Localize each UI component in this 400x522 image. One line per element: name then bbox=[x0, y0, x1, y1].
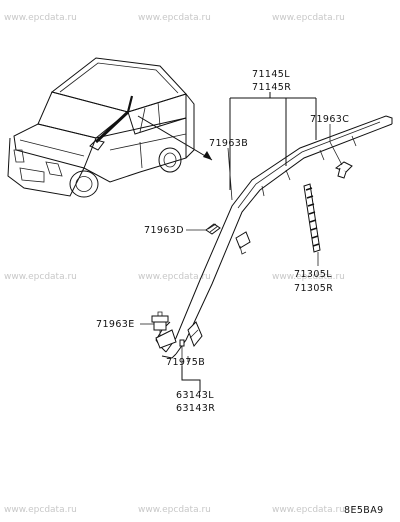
watermark: www.epcdata.ru bbox=[272, 505, 345, 515]
label-71963C: 71963C bbox=[310, 114, 349, 125]
leader-lines bbox=[140, 92, 331, 392]
watermark: www.epcdata.ru bbox=[4, 272, 77, 282]
label-71145L: 71145L bbox=[252, 69, 290, 80]
car-illustration bbox=[7, 57, 195, 198]
pillar-garnish-strip bbox=[155, 115, 393, 359]
watermarks: www.epcdata.ru www.epcdata.ru www.epcdat… bbox=[4, 13, 345, 515]
label-63143R: 63143R bbox=[176, 403, 215, 414]
car-leader-arrow bbox=[137, 115, 213, 161]
clip-71975B bbox=[179, 321, 203, 352]
clip-71963B bbox=[235, 231, 251, 255]
label-71963B: 71963B bbox=[209, 138, 248, 149]
label-71305R: 71305R bbox=[294, 283, 333, 294]
watermark: www.epcdata.ru bbox=[272, 272, 345, 282]
callout-labels: 71145L 71145R 71963B 71963C 71963D 71305… bbox=[96, 69, 384, 516]
clip-71963D bbox=[205, 223, 221, 235]
label-71963D: 71963D bbox=[144, 225, 184, 236]
watermark: www.epcdata.ru bbox=[138, 505, 211, 515]
end-cap-63143 bbox=[155, 329, 177, 349]
label-71305L: 71305L bbox=[294, 269, 332, 280]
clip-71963E bbox=[151, 311, 169, 336]
label-71975B: 71975B bbox=[166, 357, 205, 368]
diagram-code: 8E5BA9 bbox=[344, 505, 384, 516]
weatherstrip-71305 bbox=[303, 183, 321, 266]
watermark: www.epcdata.ru bbox=[272, 13, 345, 23]
label-71145R: 71145R bbox=[252, 82, 291, 93]
watermark: www.epcdata.ru bbox=[4, 505, 77, 515]
watermark: www.epcdata.ru bbox=[138, 13, 211, 23]
watermark: www.epcdata.ru bbox=[138, 272, 211, 282]
label-63143L: 63143L bbox=[176, 390, 214, 401]
label-71963E: 71963E bbox=[96, 319, 135, 330]
watermark: www.epcdata.ru bbox=[4, 13, 77, 23]
clip-71963C bbox=[329, 141, 353, 179]
